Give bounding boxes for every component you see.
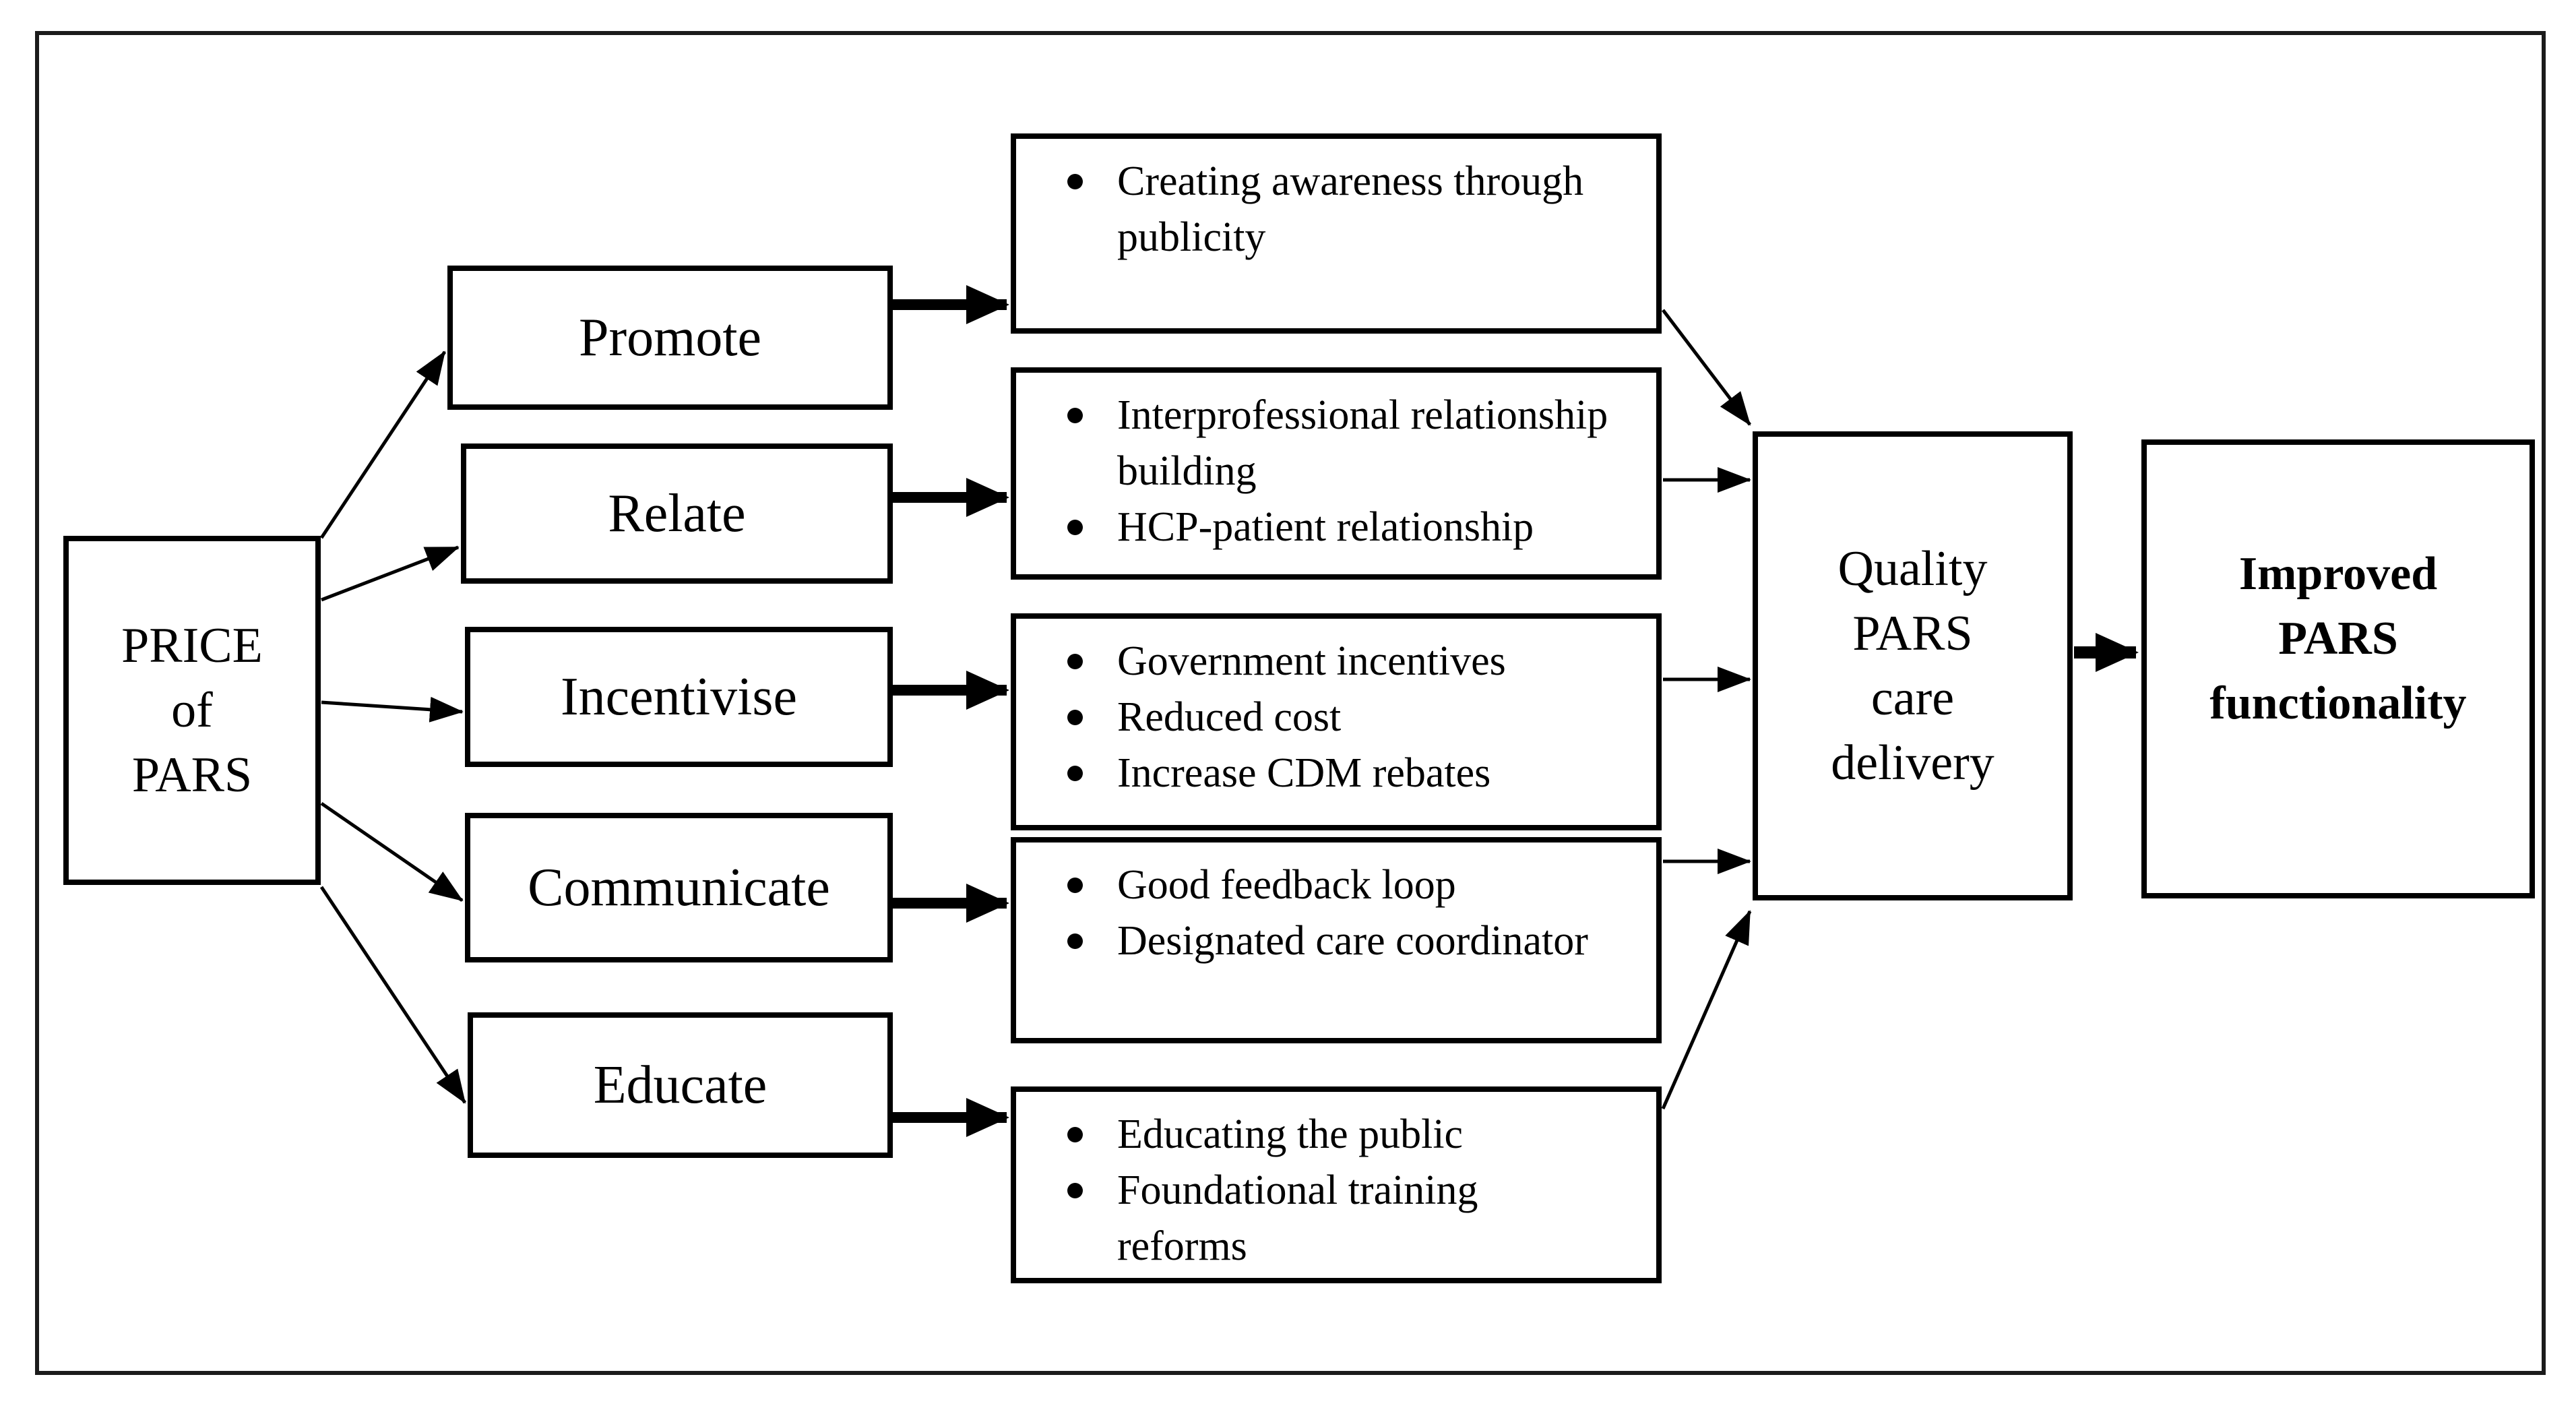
bullet-item: Designated care coordinator xyxy=(1063,913,1616,969)
node-strategy-educate: Educate xyxy=(468,1012,893,1158)
improved-line-2: PARS xyxy=(2278,612,2398,665)
price-line-1: PRICE xyxy=(121,618,263,673)
strategy-label: Relate xyxy=(608,484,746,543)
price-line-2: of xyxy=(171,683,213,738)
strategy-label: Incentivise xyxy=(561,667,797,727)
bullet-item: Reduced cost xyxy=(1063,689,1616,745)
bullet-item: Creating awareness through publicity xyxy=(1063,154,1616,266)
bullet-item: Foundational training reforms xyxy=(1063,1163,1616,1275)
bullet-item: Interprofessional relationship building xyxy=(1063,388,1616,499)
node-improved-pars-functionality: Improved PARS functionality xyxy=(2141,439,2535,898)
node-strategy-relate: Relate xyxy=(461,443,893,584)
node-price-of-pars: PRICE of PARS xyxy=(63,536,321,885)
strategy-label: Educate xyxy=(593,1055,767,1115)
strategy-label: Communicate xyxy=(528,858,830,917)
quality-line-4: delivery xyxy=(1831,735,1994,791)
bullet-item: Increase CDM rebates xyxy=(1063,745,1616,801)
price-line-3: PARS xyxy=(131,747,253,803)
node-strategy-incentivise: Incentivise xyxy=(465,627,893,767)
quality-line-2: PARS xyxy=(1852,606,1973,661)
node-strategy-communicate: Communicate xyxy=(465,813,893,962)
strategy-label: Promote xyxy=(578,308,762,367)
bullet-item: HCP-patient relationship xyxy=(1063,499,1616,555)
improved-line-1: Improved xyxy=(2238,547,2438,600)
bullet-item: Educating the public xyxy=(1063,1107,1616,1163)
node-strategy-promote: Promote xyxy=(447,266,893,410)
bullet-item: Good feedback loop xyxy=(1063,857,1616,913)
quality-line-1: Quality xyxy=(1837,541,1988,596)
bullet-list: Creating awareness through publicity xyxy=(1016,139,1656,266)
bullet-item: Government incentives xyxy=(1063,634,1616,689)
improved-line-3: functionality xyxy=(2209,677,2467,729)
node-outcomes-promote: Creating awareness through publicity xyxy=(1011,133,1662,334)
node-quality-pars-care-delivery: Quality PARS care delivery xyxy=(1753,431,2073,900)
quality-line-3: care xyxy=(1871,671,1955,726)
